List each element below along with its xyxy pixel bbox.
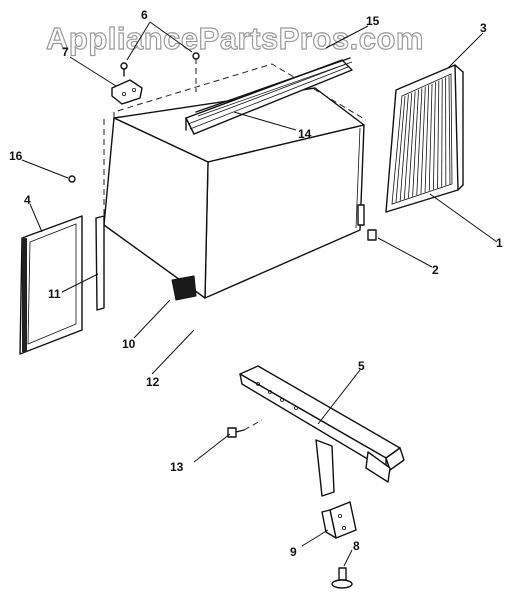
side-curtain-part-4 [19, 215, 83, 355]
grille-tab-part-1 [357, 204, 365, 226]
callout-4: 4 [24, 193, 31, 207]
screw-part-6 [120, 52, 200, 77]
grille-louver [448, 75, 451, 185]
leader-lines [21, 21, 498, 567]
grille-louver [412, 89, 419, 197]
callout-7: 7 [62, 45, 69, 59]
callout-2: 2 [432, 263, 439, 277]
callout-3: 3 [480, 21, 487, 35]
screw-part-16 [68, 175, 76, 183]
grille-louver [399, 94, 409, 201]
grille-louver [403, 92, 413, 200]
grille-louver [424, 85, 430, 193]
callout-16: 16 [9, 149, 23, 163]
front-grille-part-3 [385, 64, 464, 213]
grille-louver [437, 80, 440, 189]
grille-louver [395, 95, 406, 203]
callout-9: 9 [290, 545, 297, 559]
leveling-foot-part-8 [331, 567, 353, 589]
callout-13: 13 [170, 460, 184, 474]
support-rail-part-5 [239, 365, 405, 497]
grille-louver [420, 86, 426, 194]
bracket-part-7 [111, 79, 143, 105]
grille-louver [432, 82, 436, 190]
screw-part-13 [227, 419, 263, 438]
rear-flange-part-15 [195, 57, 353, 117]
callout-12: 12 [146, 375, 160, 389]
callout-1: 1 [496, 236, 503, 250]
callout-5: 5 [358, 359, 365, 373]
callout-11: 11 [48, 287, 61, 301]
watermark-text: AppliancePartsPros.com [46, 21, 424, 56]
cabinet-wrapper [103, 58, 367, 301]
leg-bracket-part-9 [321, 501, 357, 539]
grille-louver [408, 91, 416, 198]
grille-louver [441, 79, 443, 187]
callout-15: 15 [366, 14, 380, 28]
callout-labels: 6 7 15 3 14 16 4 1 2 11 10 12 5 13 9 8 [9, 8, 503, 559]
grille-louver [428, 83, 433, 191]
callout-10: 10 [122, 337, 136, 351]
callout-14: 14 [298, 127, 312, 141]
clip-part-2 [367, 229, 377, 241]
grille-louver [416, 88, 423, 196]
callout-6: 6 [141, 8, 148, 22]
callout-8: 8 [353, 539, 360, 553]
strip-part-11 [95, 215, 105, 311]
